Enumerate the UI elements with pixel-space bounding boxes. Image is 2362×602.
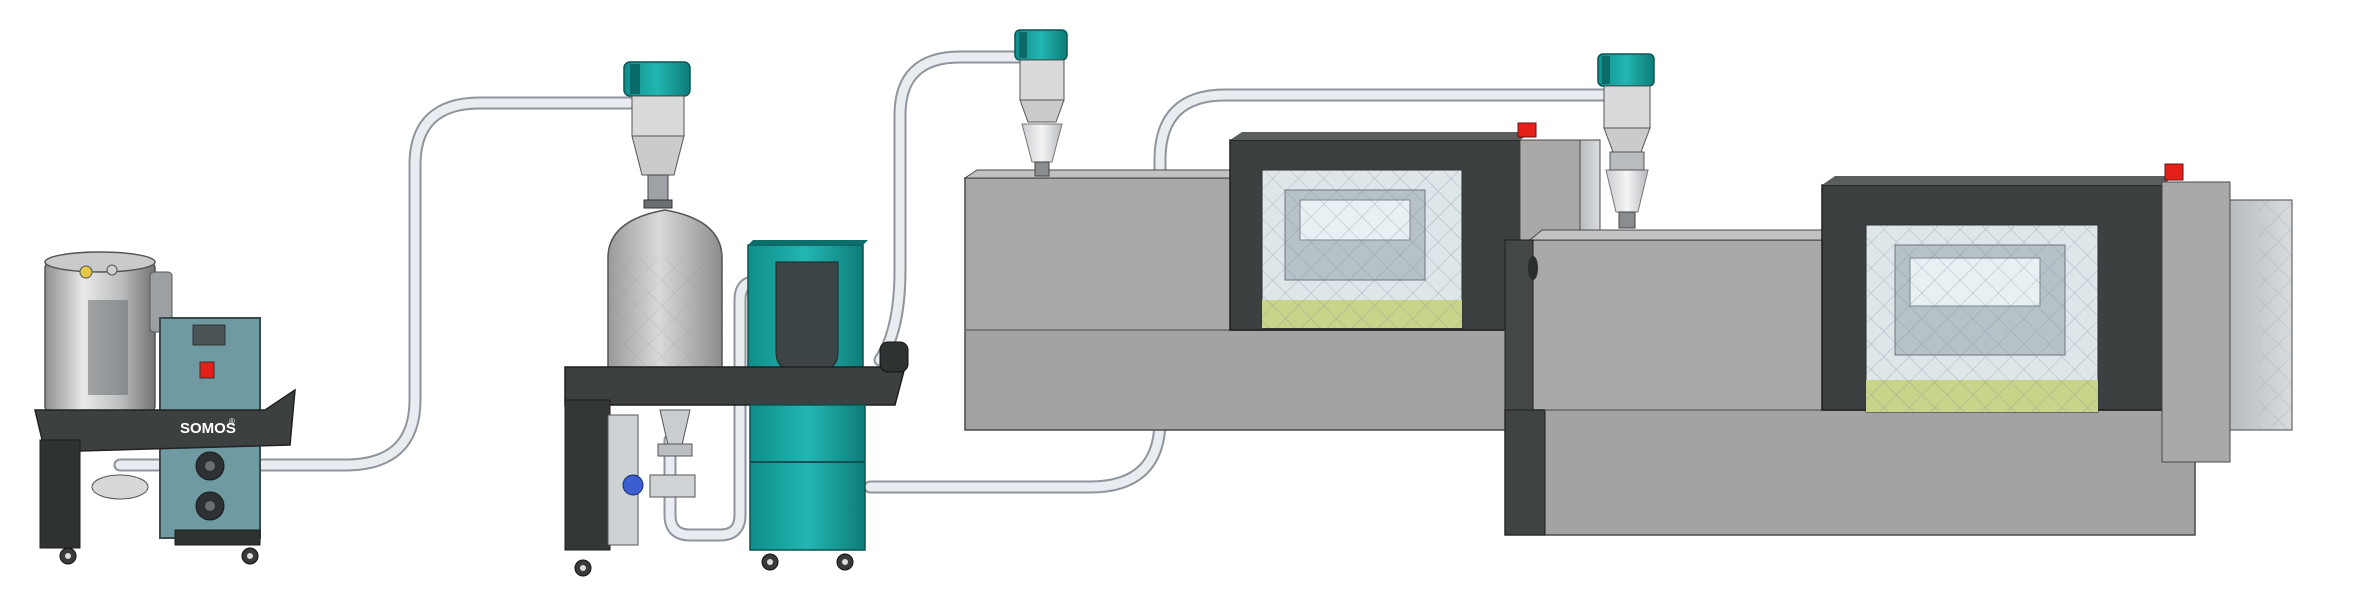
hopper-loader-2 — [1014, 29, 1068, 177]
central-drying-unit — [564, 61, 909, 577]
machine-1-alarm-light — [1517, 122, 1537, 138]
dryer-frame-leg — [39, 439, 81, 549]
dryer-power-switch[interactable] — [199, 361, 215, 379]
brand-registered-mark: ® — [229, 417, 235, 426]
injection-molding-machine-2 — [1504, 53, 2293, 536]
material-dryer: SOMOS ® — [34, 251, 296, 565]
unit-frame-top — [564, 366, 906, 406]
unit-lower-cabinet — [749, 404, 866, 551]
hopper-loader-3 — [1597, 53, 1655, 229]
machine-2-bed — [1504, 409, 2196, 536]
hopper-loader-1 — [623, 61, 691, 209]
unit-frame-leg — [564, 399, 611, 551]
brand-label: SOMOS — [180, 420, 236, 437]
blue-valve-handle[interactable] — [622, 474, 644, 496]
machine-1-bed — [964, 329, 1526, 431]
machine-2-alarm-light — [2164, 163, 2184, 181]
dryer-display — [192, 324, 226, 346]
